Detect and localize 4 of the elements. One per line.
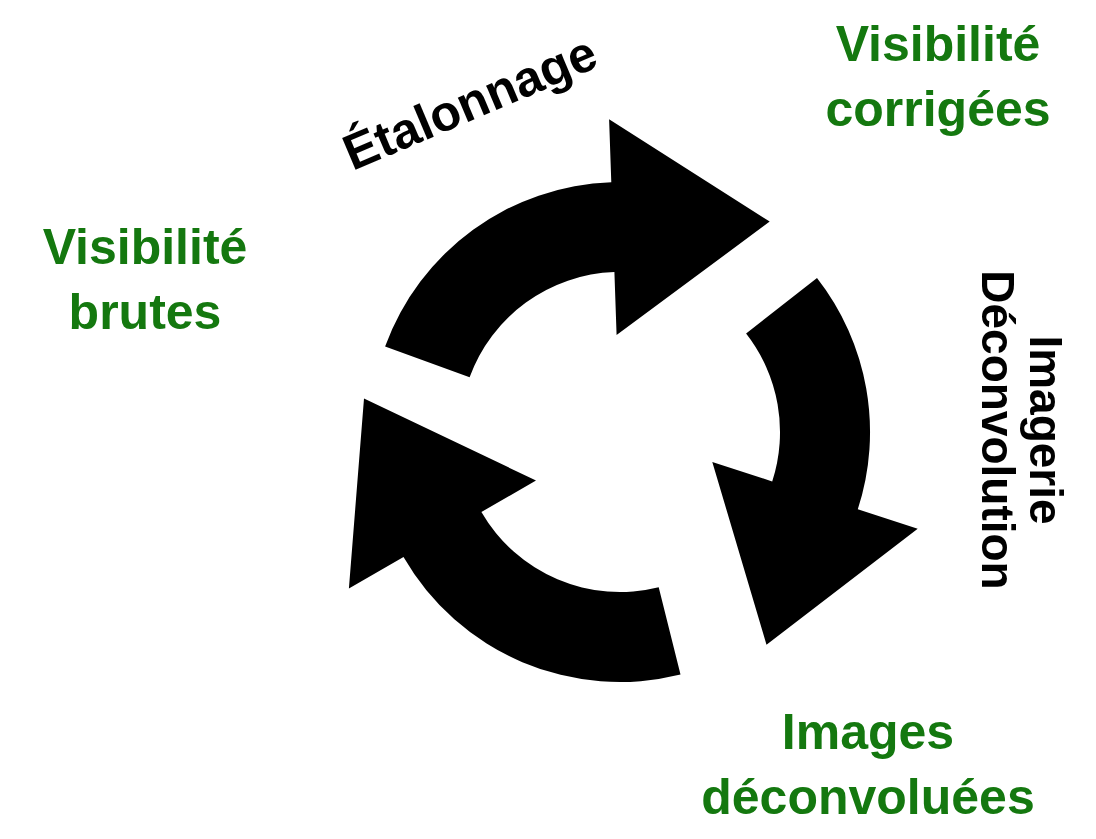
stage-label: Visibilité corrigées: [780, 12, 1096, 142]
stage-label: Images déconvoluées: [640, 700, 1096, 830]
stage-label: Visibilité brutes: [0, 215, 290, 345]
step-label: Imagerie Déconvolution: [973, 269, 1071, 592]
